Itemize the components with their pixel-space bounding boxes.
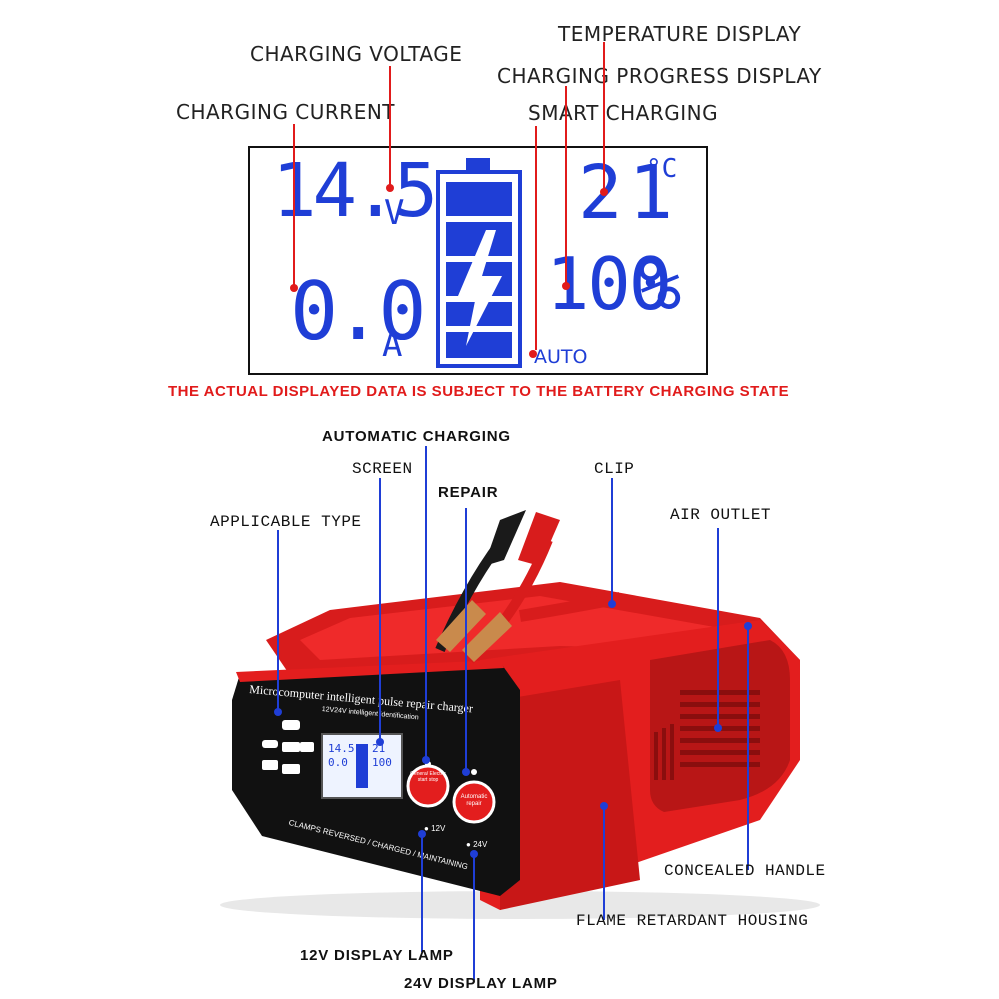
display-lamp-24v-label: 24V DISPLAY LAMP [404, 975, 558, 992]
automatic-charging-label: AUTOMATIC CHARGING [322, 428, 511, 445]
lamp-12v-text: 12V [431, 824, 446, 833]
battery-icon [436, 158, 522, 368]
applicable-type-label: APPLICABLE TYPE [210, 513, 362, 531]
air-outlet-label: AIR OUTLET [670, 506, 772, 524]
flame-retardant-housing-label: FLAME RETARDANT HOUSING [576, 912, 809, 930]
lamp-24v-indicator: ● 24V [466, 840, 488, 849]
start-stop-button[interactable]: Genera/ Electric start stop [410, 771, 446, 783]
mini-lcd-progress: 100 [372, 755, 392, 769]
clip-label: CLIP [594, 460, 635, 478]
lamp-24v-text: 24V [473, 840, 488, 849]
display-lamp-12v-label: 12V DISPLAY LAMP [300, 947, 454, 964]
charging-current-label: CHARGING CURRENT [176, 100, 396, 124]
lcd-screen-closeup: 14.5 V 0.0 A 21 °C 100 % AUTO [248, 146, 708, 375]
mini-lcd-current: 0.0 [328, 755, 348, 769]
charging-state-notice: THE ACTUAL DISPLAYED DATA IS SUBJECT TO … [168, 383, 790, 400]
smart-charging-label: SMART CHARGING [528, 101, 719, 125]
current-value: 0.0 [290, 265, 426, 358]
progress-unit: % [638, 242, 682, 326]
screen-label: SCREEN [352, 460, 413, 478]
automatic-repair-button[interactable]: Automatic repair [460, 794, 488, 807]
mini-lcd-readout: 14.5 0.0 [328, 742, 355, 770]
mini-lcd-voltage: 14.5 [328, 742, 355, 755]
charging-progress-display-label: CHARGING PROGRESS DISPLAY [497, 64, 822, 88]
temperature-value: 21 [578, 150, 680, 236]
auto-mode-indicator: AUTO [534, 346, 588, 368]
voltage-value: 14.5 [272, 148, 438, 234]
voltage-unit: V [384, 193, 405, 233]
repair-label: REPAIR [438, 484, 499, 501]
concealed-handle-label: CONCEALED HANDLE [664, 862, 826, 880]
lamp-12v-indicator: ● 12V [424, 824, 446, 833]
temperature-display-label: TEMPERATURE DISPLAY [558, 22, 802, 46]
current-unit: A [382, 325, 403, 365]
temperature-unit: °C [646, 154, 678, 184]
charging-voltage-label: CHARGING VOLTAGE [250, 42, 463, 66]
